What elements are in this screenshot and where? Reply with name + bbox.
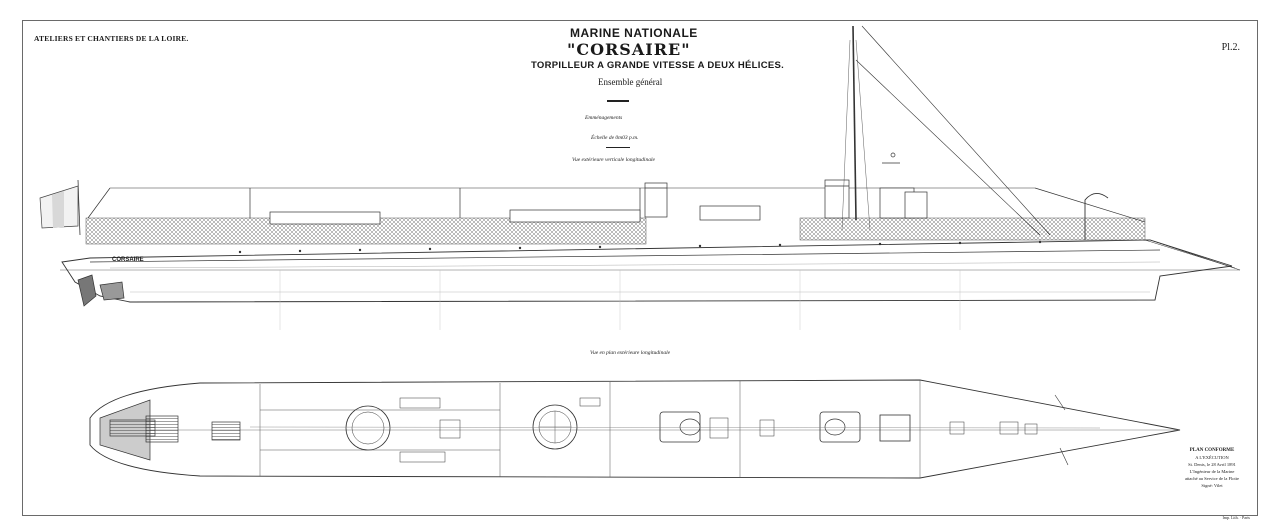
scale-caption: Échelle de 0m03 p.m. — [591, 135, 639, 141]
guard-netting-fore — [799, 217, 1146, 241]
ship-type-title: TORPILLEUR A GRANDE VITESSE A DEUX HÉLIC… — [531, 60, 785, 71]
plan-view-caption: Vue en plan extérieure longitudinale — [590, 350, 671, 356]
hatch-aft — [345, 405, 391, 451]
stern-propeller — [77, 274, 97, 307]
shipyard-label: ATELIERS ET CHANTIERS DE LA LOIRE. — [34, 34, 189, 43]
conformity-line-4: L'Ingénieur de la Marine — [1189, 469, 1235, 474]
conformity-stamp: PLAN CONFORME A L'EXÉCUTION St. Denis, l… — [1182, 446, 1242, 489]
profile-view-caption: Vue extérieure verticale longitudinale — [572, 157, 655, 163]
scale-rule — [606, 147, 630, 148]
mast — [852, 25, 857, 221]
title-rule — [607, 100, 629, 102]
printer-credit: Imp. Lith. · Paris — [1222, 515, 1250, 520]
profile-view — [39, 25, 1241, 330]
plate-number: Pl.2. — [1221, 42, 1240, 53]
plan-view — [89, 379, 1181, 479]
arrangement-caption: Emménagements — [585, 115, 623, 121]
conformity-line-3: St. Denis, le 28 Avril 1891 — [1188, 462, 1236, 467]
drawing-border — [22, 20, 1258, 516]
flag-icon — [39, 179, 81, 236]
conformity-line-5: attaché au Service de la Flotte — [1184, 476, 1240, 481]
conformity-line-6: Signé: Vilet — [1201, 483, 1223, 488]
navy-title: MARINE NATIONALE — [570, 26, 698, 40]
hull-profile — [61, 239, 1233, 303]
ship-name-title: "CORSAIRE" — [567, 40, 691, 59]
conformity-line-1: PLAN CONFORME — [1189, 448, 1235, 453]
hatch-fore — [532, 404, 578, 450]
hull-plan — [89, 379, 1181, 479]
drawing-set-title: Ensemble général — [598, 77, 663, 87]
funnel-aft — [644, 182, 668, 218]
hull-name-marking: CORSAIRE — [112, 257, 144, 263]
conformity-line-2: A L'EXÉCUTION — [1195, 455, 1229, 460]
